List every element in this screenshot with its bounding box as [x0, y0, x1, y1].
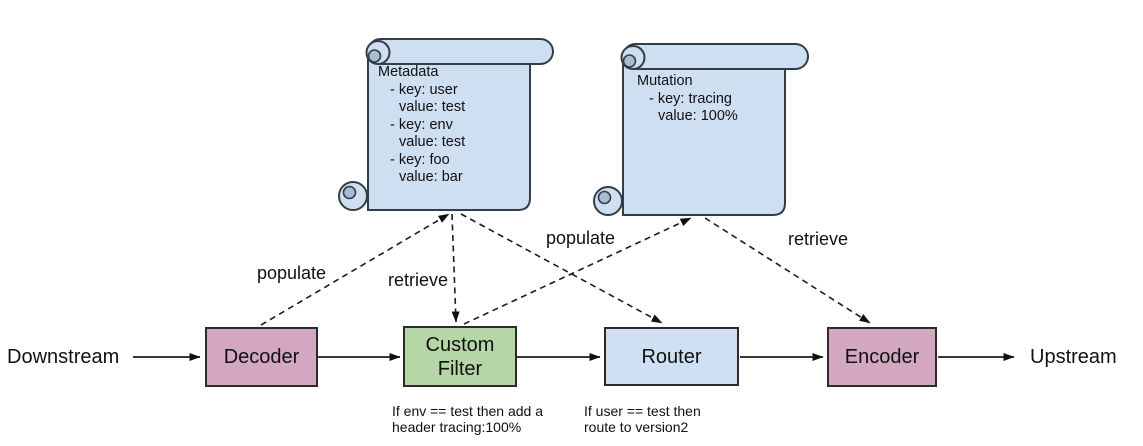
- router-caption: If user == test then route to version2: [584, 403, 701, 435]
- mutation-line: - key: tracing: [649, 90, 732, 107]
- metadata-line: - key: user: [390, 81, 458, 98]
- node-decoder: Decoder: [205, 327, 318, 387]
- metadata-line: value: test: [399, 134, 466, 150]
- metadata-line: - key: foo: [390, 151, 450, 168]
- metadata-title: Metadata: [378, 64, 439, 80]
- metadata-line: value: test: [399, 99, 466, 115]
- edge-label-retrieve-mutation: retrieve: [788, 229, 849, 249]
- downstream-label: Downstream: [7, 346, 120, 368]
- edge-label-populate-mutation: populate: [546, 228, 616, 248]
- node-encoder-label: Encoder: [844, 346, 920, 368]
- edge-retrieve-mutation-to-encoder: [704, 217, 871, 324]
- mutation-note: Mutation - key: tracing value: 100%: [637, 73, 738, 126]
- node-encoder: Encoder: [827, 327, 937, 387]
- metadata-line: value: bar: [399, 169, 463, 185]
- node-custom-filter: Custom Filter: [403, 326, 517, 387]
- node-custom-filter-label: Custom Filter: [425, 333, 495, 380]
- mutation-line: value: 100%: [658, 108, 738, 124]
- node-router-label: Router: [641, 345, 702, 368]
- edge-retrieve-metadata-to-customfilter: [451, 213, 460, 323]
- edge-populate-decoder-to-metadata: [260, 213, 450, 326]
- mutation-title: Mutation: [637, 73, 693, 89]
- edge-label-retrieve-metadata: retrieve: [388, 270, 449, 290]
- edge-metadata-to-router: [460, 213, 663, 324]
- custom-filter-caption: If env == test then add a header tracing…: [392, 403, 543, 435]
- metadata-line: - key: env: [390, 116, 453, 133]
- node-router: Router: [604, 327, 739, 386]
- metadata-note: Metadata - key: user value: test - key: …: [378, 64, 465, 187]
- node-decoder-label: Decoder: [223, 346, 300, 368]
- mutation-scroll-shape: [591, 43, 810, 223]
- edge-label-populate-metadata: populate: [257, 263, 327, 283]
- upstream-label: Upstream: [1030, 346, 1117, 368]
